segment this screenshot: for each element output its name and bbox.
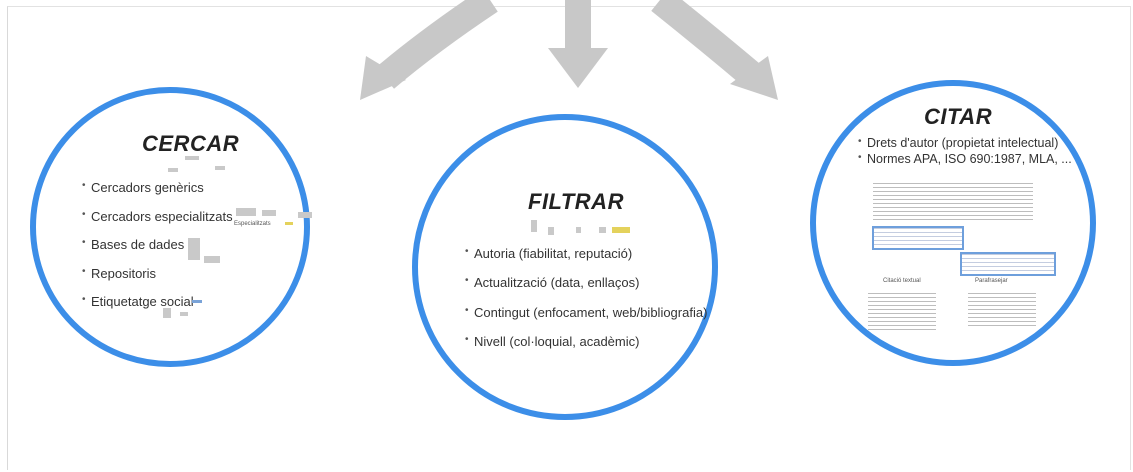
filtrar-thumb-4 — [599, 227, 606, 233]
citar-col-right-text — [968, 293, 1036, 329]
cercar-thumb-12 — [180, 312, 188, 316]
filtrar-list: Autoria (fiabilitat, reputació) Actualit… — [465, 246, 707, 363]
cercar-thumb-9 — [204, 256, 220, 263]
cercar-thumb-label: Especialitzats — [234, 221, 271, 227]
citar-title: CITAR — [924, 104, 993, 129]
cercar-thumb-3 — [215, 166, 225, 170]
left-arrow-head — [360, 56, 406, 100]
citar-col-left-text — [868, 293, 936, 333]
filtrar-item: Autoria (fiabilitat, reputació) — [465, 246, 707, 275]
cercar-item: Repositoris — [82, 266, 233, 295]
cercar-item: Cercadors especialitzats — [82, 209, 233, 238]
cercar-item: Cercadors genèrics — [82, 180, 233, 209]
cercar-thumb-4 — [236, 208, 256, 216]
cercar-thumb-10 — [192, 300, 202, 303]
citar-item: Normes APA, ISO 690:1987, MLA, ... — [858, 152, 1072, 168]
center-arrow-head — [548, 48, 608, 88]
filtrar-item: Contingut (enfocament, web/bibliografia) — [465, 305, 707, 334]
filtrar-thumb-2 — [548, 227, 554, 235]
citar-col-left-heading: Citació textual — [883, 278, 921, 284]
citar-item: Drets d'autor (propietat intelectual) — [858, 136, 1072, 152]
filtrar-thumb-3 — [576, 227, 581, 233]
cercar-thumb-1 — [185, 156, 199, 160]
cercar-list: Cercadors genèrics Cercadors especialitz… — [82, 180, 233, 323]
citar-reference-box-2 — [960, 252, 1056, 276]
filtrar-thumb-1 — [531, 220, 537, 232]
left-arrow — [375, 0, 498, 89]
cercar-thumb-2 — [168, 168, 178, 172]
filtrar-title: FILTRAR — [528, 189, 624, 214]
right-arrow — [651, 0, 765, 89]
citar-paragraph — [873, 183, 1033, 221]
filtrar-thumb-5 — [612, 227, 630, 233]
cercar-thumb-8 — [188, 238, 200, 260]
filtrar-item: Actualització (data, enllaços) — [465, 275, 707, 304]
citar-circle[interactable] — [810, 80, 1096, 366]
right-arrow-head — [730, 56, 778, 100]
cercar-title: CERCAR — [142, 131, 240, 156]
cercar-thumb-6 — [298, 212, 312, 218]
cercar-item: Bases de dades — [82, 237, 233, 266]
cercar-thumb-7 — [285, 222, 293, 225]
cercar-thumb-5 — [262, 210, 276, 216]
filtrar-item: Nivell (col·loquial, acadèmic) — [465, 334, 707, 363]
citar-reference-box-1 — [872, 226, 964, 250]
citar-list: Drets d'autor (propietat intelectual) No… — [858, 136, 1072, 168]
cercar-thumb-11 — [163, 308, 171, 318]
cercar-item: Etiquetatge social — [82, 294, 233, 323]
citar-col-right-heading: Parafrasejar — [975, 278, 1008, 284]
